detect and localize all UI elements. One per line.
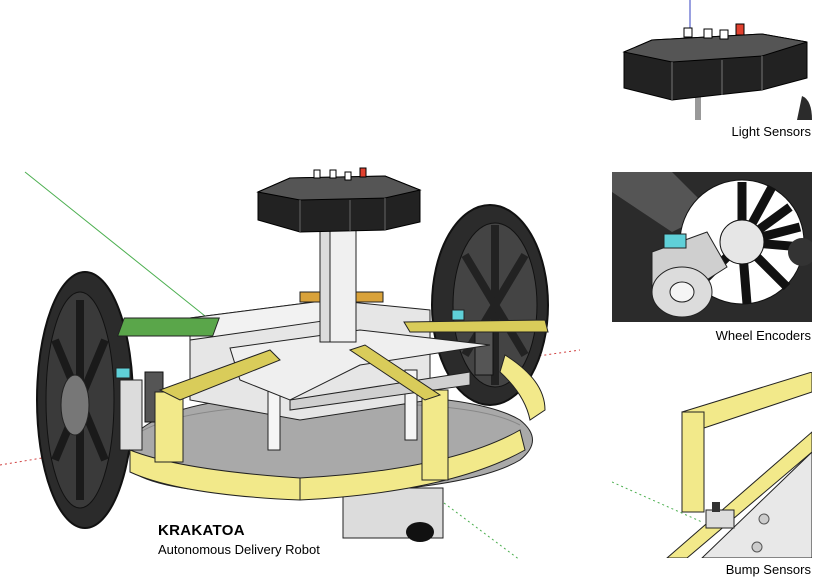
robot-subtitle: Autonomous Delivery Robot (158, 542, 320, 557)
sensor-mast (319, 221, 357, 343)
robot-title: KRAKATOA (158, 522, 245, 539)
light-sensor-head (256, 167, 422, 233)
inset-wheel-encoders (612, 172, 812, 322)
light-sensor-closeup (622, 0, 812, 120)
inset-bump-sensors (612, 372, 812, 558)
robot-illustration (0, 167, 581, 561)
bump-sensor-closeup (612, 372, 812, 558)
caption-wheel-encoders: Wheel Encoders (715, 328, 811, 343)
main-robot-view (0, 167, 581, 561)
inset-light-sensors (612, 0, 812, 120)
left-wheel (36, 271, 134, 529)
bumper-ring (129, 319, 549, 501)
top-deck (229, 329, 491, 411)
encoder-brackets (115, 309, 494, 451)
caption-bump-sensors: Bump Sensors (725, 562, 811, 577)
green-axis-line (24, 171, 211, 321)
wheel-encoder-closeup (612, 172, 812, 322)
caption-light-sensors: Light Sensors (731, 124, 812, 139)
green-axis-dash (439, 499, 521, 561)
caster-assembly (342, 487, 444, 542)
